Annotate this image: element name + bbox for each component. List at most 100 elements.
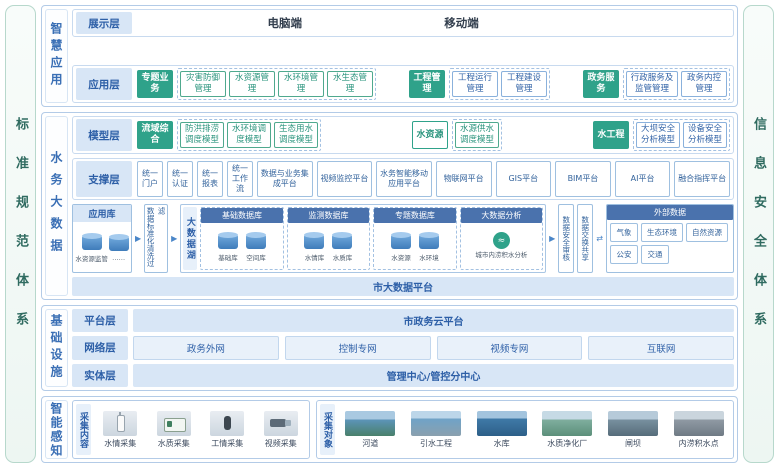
object-item: 水库 [476,410,527,449]
object-item: 水质净化厂 [542,410,593,449]
right-pillar-security: 信息安全体系 [743,5,774,463]
database-label: 水环境 [419,253,439,262]
data-exchange-share-box: 数据交换共享 [577,204,594,273]
sense-item-label: 视频采集 [264,438,297,448]
support-item: 统一认证 [167,161,193,197]
support-item: 统一工作流 [227,161,253,197]
layer-chip-physical: 实体层 [72,363,128,387]
network-item: 视频专网 [436,336,583,360]
engineering-items: 工程运行管理 工程建设管理 [449,68,550,100]
sense-item: 工情采集 [210,410,245,449]
flow-arrow-icon: ▶ [171,234,178,243]
section-infrastructure: 基础设施 平台层 市政务云平台 网络层 政务外网 控制专网 视频专网 互联网 [41,305,738,391]
object-item-label: 内涝积水点 [678,438,719,448]
diversion-project-photo [410,410,461,436]
app-item: 政务内控管理 [681,71,727,97]
support-item: AI平台 [614,161,671,197]
sense-item: 水质采集 [156,410,191,449]
model-item: 生态用水调度模型 [274,122,318,148]
app-item: 灾害防御管理 [180,71,226,97]
database-cylinder-icon [81,232,102,250]
database-cylinder-icon [418,231,439,249]
display-layer-row: 展示层 电脑端 移动端 [72,9,734,37]
support-item: GIS平台 [495,161,552,197]
layer-chip-application: 应用层 [76,68,132,100]
database-unit: …… [108,233,129,262]
network-item: 控制专网 [284,336,431,360]
application-layer-row: 应用层 专题业务 灾害防御管理 水资源管理 水环境管理 水生态管理 [72,65,734,103]
database-label: 水质库 [332,253,353,262]
support-item: 统一门户 [137,161,163,197]
database-unit: 水质库 [332,231,353,262]
database-unit: 水资源监管 [75,232,108,263]
collection-content-box: 采集内容 水情采集 水质采集 工情采集 [72,400,310,459]
object-item: 河道 [345,410,396,449]
app-group-government: 政务服务 行政服务及监管管理 政务内控管理 [583,68,730,100]
database-cylinder-icon [246,231,267,249]
application-library-content: 水资源监管 …… [73,222,131,272]
database-unit: 水环境 [418,231,439,262]
section-water-big-data: 水务大数据 模型层 流域综合 防洪排涝调度模型 水环境调度模型 生态用水调度模型 [41,112,738,300]
thematic-database-content: 水资源 水环境 [374,223,455,269]
water-level-gauge-icon [103,410,138,436]
physical-layer-row: 实体层 管理中心/管控分中心 [72,363,734,387]
model-group-resource: 水资源 水源供水调度模型 [412,119,502,151]
support-item: BIM平台 [555,161,611,197]
data-cleaning-filter-box: 数据标准化清洗过滤 [144,204,169,273]
management-center-bar: 管理中心/管控分中心 [133,363,734,387]
application-library-title: 应用库 [73,205,131,222]
database-cylinder-icon [390,231,411,249]
sluice-gate-photo [607,410,658,436]
group-head-basin: 流域综合 [137,121,173,149]
app-item: 工程运行管理 [452,71,498,97]
external-item: 自然资源 [686,223,728,242]
data-security-audit-box: 数据安全审核 [558,204,575,273]
base-database-content: 基础库 空间库 [201,223,282,269]
big-data-lake-box: 大数据湖 基础数据库 基础库 空间库 [180,204,547,273]
infrastructure-body: 平台层 市政务云平台 网络层 政务外网 控制专网 视频专网 互联网 实体层 管理… [72,309,734,387]
app-item: 行政服务及监管管理 [626,71,678,97]
layer-chip-network: 网络层 [72,336,128,360]
collection-objects-title: 采集对象 [320,404,335,455]
monitor-database-group: 监测数据库 水情库 水质库 [286,207,371,270]
model-group-project: 水工程 大坝安全分析模型 设备安全分析模型 [593,119,730,151]
external-data-box: 外部数据 气象 生态环境 自然资源 公安 交通 [606,204,734,273]
diagram-main: 智慧应用 展示层 电脑端 移动端 应用层 专题业务 灾害防御管 [41,5,738,463]
big-data-analysis-content: ≈ 城市内涝积水分析 [461,223,542,269]
model-group-basin: 流域综合 防洪排涝调度模型 水环境调度模型 生态用水调度模型 [137,119,321,151]
database-label: 水资源监管 [75,254,108,263]
section-smart-application: 智慧应用 展示层 电脑端 移动端 应用层 专题业务 灾害防御管 [41,5,738,107]
external-item: 气象 [610,223,638,242]
network-item: 互联网 [588,336,734,360]
object-item: 引水工程 [410,410,461,449]
big-data-analysis-group: 大数据分析 ≈ 城市内涝积水分析 [459,207,544,270]
app-group-thematic: 专题业务 灾害防御管理 水资源管理 水环境管理 水生态管理 [137,68,376,100]
support-platforms: 统一门户 统一认证 统一报表 统一工作流 数据与业务集成平台 视频监控平台 水务… [137,161,730,197]
mobile-endpoint-label: 移动端 [444,16,479,30]
collection-content-title: 采集内容 [76,404,91,455]
database-cylinder-icon [218,231,239,249]
group-head-thematic-business: 专题业务 [137,70,173,98]
wave-glyph: ≈ [497,235,506,246]
database-label: 水资源 [391,253,411,262]
section-label-intelligent-sensing: 智能感知 [45,400,68,459]
model-layer-row: 模型层 流域综合 防洪排涝调度模型 水环境调度模型 生态用水调度模型 水资源 [72,116,734,154]
support-item: 融合指挥平台 [674,161,730,197]
thematic-database-title: 专题数据库 [374,208,456,223]
resource-models: 水源供水调度模型 [452,119,502,151]
network-layer-row: 网络层 政务外网 控制专网 视频专网 互联网 [72,336,734,360]
external-data-title: 外部数据 [607,205,733,220]
collection-objects-items: 河道 引水工程 水库 水质净化厂 [339,404,730,455]
sense-item: 视频采集 [263,410,298,449]
smart-application-body: 展示层 电脑端 移动端 应用层 专题业务 灾害防御管理 水资源管理 [72,9,734,103]
city-big-data-platform-bar: 市大数据平台 [72,277,734,296]
analysis-globe-icon: ≈ [492,232,510,250]
river-photo [345,410,396,436]
analysis-unit: ≈ 城市内涝积水分析 [475,232,527,259]
project-models: 大坝安全分析模型 设备安全分析模型 [633,119,730,151]
application-groups: 专题业务 灾害防御管理 水资源管理 水环境管理 水生态管理 工程管理 [137,68,730,100]
section-label-water-big-data: 水务大数据 [45,116,68,296]
app-item: 水资源管理 [229,71,275,97]
support-item: 数据与业务集成平台 [257,161,313,197]
big-data-analysis-title: 大数据分析 [460,208,543,223]
